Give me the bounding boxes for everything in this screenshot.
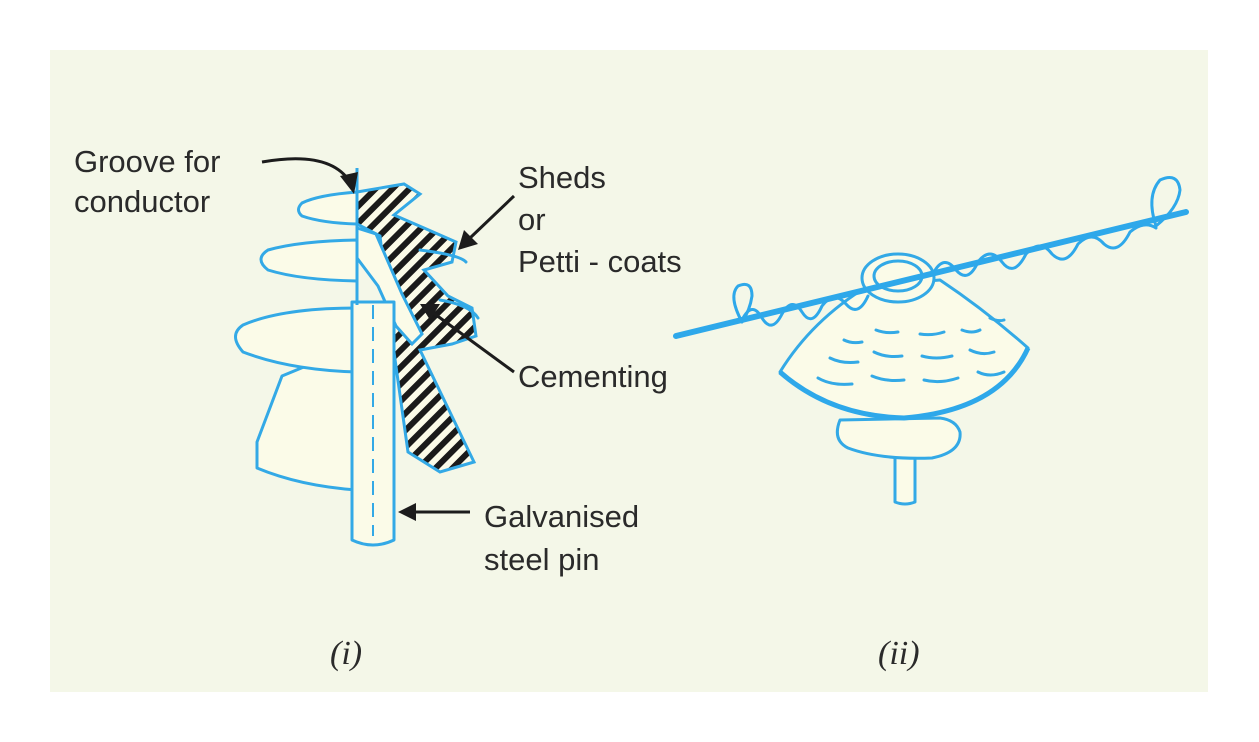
cementing-label: Cementing	[518, 359, 668, 394]
groove-label-line1: Groove for	[74, 144, 220, 179]
sheds-label-line1: Sheds	[518, 160, 606, 195]
caption-left: (i)	[330, 635, 362, 672]
pin-label-line1: Galvanised	[484, 499, 639, 534]
groove-label-line2: conductor	[74, 184, 210, 219]
sheds-label-line2: or	[518, 202, 546, 237]
sheds-label-line3: Petti - coats	[518, 244, 682, 279]
caption-right: (ii)	[878, 635, 920, 672]
pin-label-line2: steel pin	[484, 542, 599, 577]
